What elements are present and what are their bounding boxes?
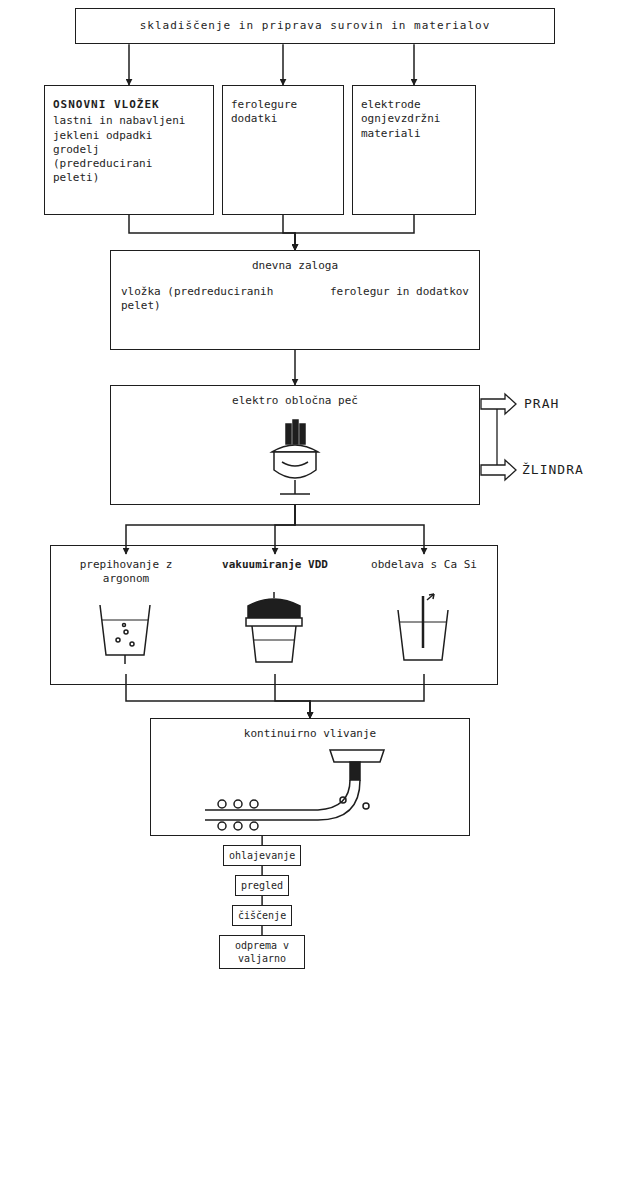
node-title: odprema v valjarno — [225, 939, 299, 965]
output-label: ŽLINDRA — [522, 462, 584, 477]
flow-connector — [413, 44, 415, 85]
flow-connector — [295, 215, 414, 250]
node-title: ohlajevanje — [229, 849, 295, 862]
node-body: vložka (predreduciranih pelet) — [121, 285, 291, 314]
flow-connector — [295, 505, 424, 554]
node-title: OSNOVNI VLOŽEK — [53, 98, 205, 112]
flow-connector — [282, 44, 284, 85]
caster-icon — [205, 750, 384, 830]
output-arrows — [481, 394, 516, 480]
argon-step: prepihovanje z argonom — [61, 554, 191, 674]
cooling-box: ohlajevanje — [223, 845, 301, 866]
flow-connector — [310, 674, 424, 718]
ladle-lance-icon — [398, 594, 448, 660]
flow-connector — [261, 896, 263, 905]
flow-connector — [126, 505, 295, 554]
node-title: obdelava s Ca Si — [363, 558, 485, 572]
ferroalloy-box: ferolegure dodatki — [222, 85, 344, 215]
flow-connector — [261, 926, 263, 935]
node-title: ferolegure dodatki — [231, 98, 335, 127]
storage-box: skladiščenje in priprava surovin in mate… — [75, 8, 555, 44]
flow-connector — [275, 674, 310, 718]
flow-connector — [261, 866, 263, 875]
casi-step: obdelava s Ca Si — [359, 554, 489, 674]
node-title: elektrode ognjevzdržni materiali — [361, 98, 467, 141]
node-title: čiščenje — [238, 909, 286, 922]
node-title: dnevna zaloga — [111, 259, 479, 273]
flow-connector — [128, 44, 130, 85]
vacuum-vessel-icon — [246, 592, 302, 662]
node-body: lastni in nabavljeni jekleni odpadki gro… — [53, 114, 205, 185]
flow-connector — [261, 836, 263, 845]
vacuum-step: vakuumiranje VDD — [210, 554, 340, 674]
charge-box: OSNOVNI VLOŽEK lastni in nabavljeni jekle… — [44, 85, 214, 215]
ladle-argon-icon — [100, 605, 150, 664]
output-label: PRAH — [524, 396, 559, 411]
electrode-box: elektrode ognjevzdržni materiali — [352, 85, 476, 215]
flow-connector — [129, 215, 295, 250]
node-title: prepihovanje z argonom — [65, 558, 187, 587]
node-title: skladiščenje in priprava surovin in mate… — [84, 19, 546, 33]
daily-stock-box: dnevna zaloga vložka (predreduciranih pel… — [110, 250, 480, 350]
flow-connector — [294, 350, 296, 385]
caster-box: kontinuirno vlivanje — [150, 718, 470, 836]
cleaning-box: čiščenje — [232, 905, 292, 926]
flow-connector — [275, 505, 295, 554]
node-title: vakuumiranje VDD — [214, 558, 336, 572]
furnace-box: elektro obločna peč — [110, 385, 480, 505]
flow-connector — [126, 674, 310, 718]
furnace-icon — [272, 420, 318, 494]
node-title: pregled — [241, 879, 283, 892]
node-title: elektro obločna peč — [119, 394, 471, 408]
treatment-box: prepihovanje z argonom vakuumiranje VDD ob… — [50, 545, 498, 685]
node-body: ferolegur in dodatkov — [319, 285, 469, 299]
inspection-box: pregled — [235, 875, 289, 896]
dispatch-box: odprema v valjarno — [219, 935, 305, 969]
flow-connector — [283, 215, 295, 250]
node-title: kontinuirno vlivanje — [159, 727, 461, 741]
